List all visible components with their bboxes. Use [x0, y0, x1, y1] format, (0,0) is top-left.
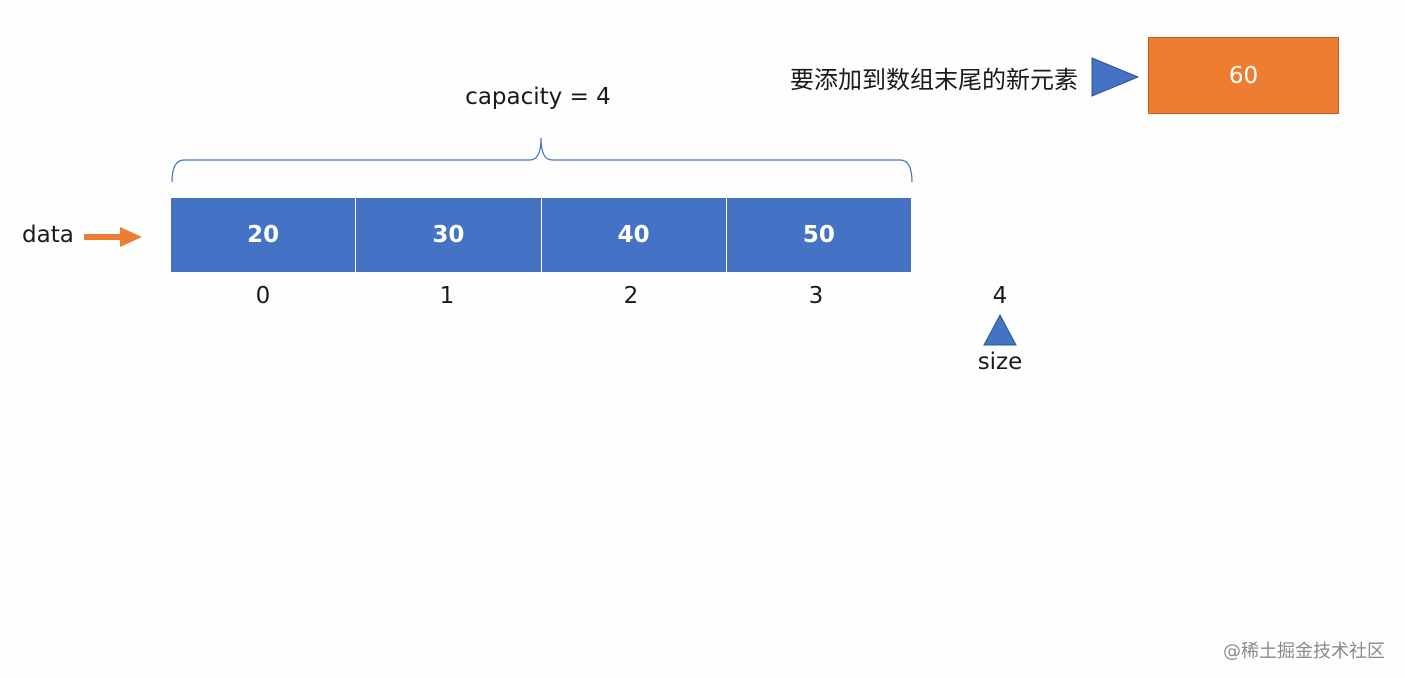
index-label: 0 — [255, 283, 271, 309]
array-cell: 50 — [726, 198, 911, 272]
new-element-arrow-icon — [1091, 57, 1140, 97]
capacity-label: capacity = 4 — [465, 84, 611, 110]
array-cell: 40 — [541, 198, 727, 272]
index-label: 1 — [439, 283, 455, 309]
index-label: 3 — [808, 283, 824, 309]
array-cell: 30 — [356, 198, 542, 272]
index-label: 2 — [623, 283, 639, 309]
index-label: 4 — [992, 283, 1008, 309]
new-element-label: 要添加到数组末尾的新元素 — [790, 66, 1078, 94]
array-cell: 20 — [171, 198, 357, 272]
capacity-brace — [171, 137, 913, 183]
data-pointer-label: data — [22, 222, 74, 248]
size-label: size — [977, 349, 1023, 375]
data-pointer-arrow-icon — [84, 227, 142, 247]
new-element-box: 60 — [1148, 37, 1339, 114]
size-marker-triangle-icon — [983, 313, 1017, 346]
array: 20 30 40 50 — [171, 198, 911, 272]
watermark: @稀土掘金技术社区 — [1223, 641, 1385, 662]
